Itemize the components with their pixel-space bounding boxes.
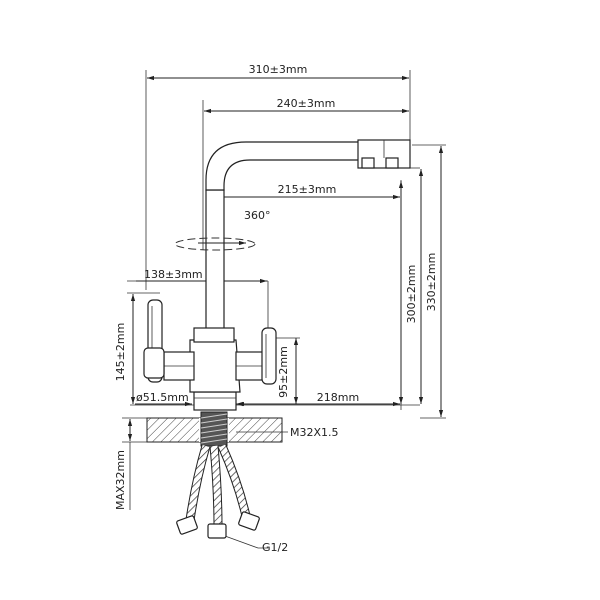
label-handle-offset: 138±3mm [144, 268, 203, 281]
label-spout-inner: 215±3mm [278, 183, 337, 196]
label-spout-height: 300±2mm [405, 265, 418, 324]
supply-hoses [185, 444, 251, 527]
label-rotation: 360° [244, 209, 271, 222]
label-max-mount: MAX32mm [114, 450, 127, 510]
label-spout-reach: 240±3mm [277, 97, 336, 110]
label-total-width: 310±3mm [249, 63, 308, 76]
dimension-labels: 310±3mm 240±3mm 215±3mm 360° 138±3mm 145… [114, 63, 438, 554]
faucet-body [143, 139, 411, 393]
label-thread: M32X1.5 [290, 426, 339, 439]
label-body-height: 95±2mm [277, 346, 290, 398]
dimension-lines [122, 70, 446, 549]
label-base-diameter: ø51.5mm [136, 391, 189, 404]
threaded-shank [200, 411, 228, 447]
label-hose-thread: G1/2 [262, 541, 288, 554]
hose-nuts [176, 511, 260, 539]
base-ring [193, 391, 237, 411]
label-base-reach: 218mm [317, 391, 359, 404]
label-base-height: 145±2mm [114, 323, 127, 382]
label-total-height: 330±2mm [425, 253, 438, 312]
